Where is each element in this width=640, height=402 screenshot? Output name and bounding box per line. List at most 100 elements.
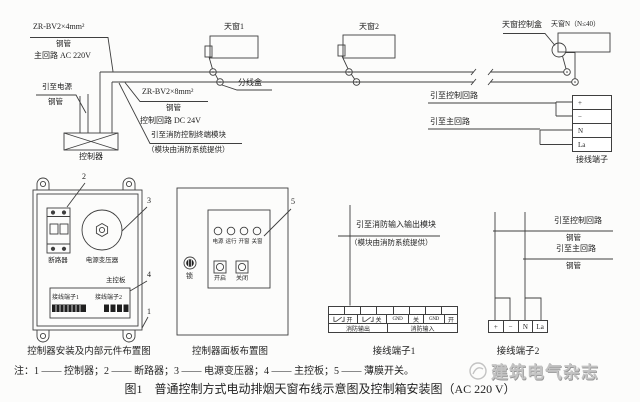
conduit-label: 钢管: [48, 97, 63, 106]
to-power-label: 引至电源: [42, 82, 72, 91]
controller-enclosure: [32, 177, 143, 343]
terminal-cell-label: 开: [346, 317, 353, 324]
terminal-label-row: 开 关 GND 关 GND 开: [329, 315, 457, 324]
contact-switch-icon: [362, 316, 374, 322]
terminal2-fig-caption: 接线端子2: [496, 347, 540, 357]
main-circuit-label: 主回路 AC 220V: [34, 51, 91, 60]
fire-output-open-cell: 开: [329, 315, 358, 323]
indicator-label: 关窗: [251, 239, 263, 245]
terminal-row: N: [573, 124, 611, 138]
blank-terminal-cell: [329, 307, 346, 314]
terminal-row: + − N La: [489, 321, 547, 332]
callout-1: 1: [147, 307, 151, 316]
terminal-cell-label: −: [578, 112, 582, 121]
main-board-label: 主控板: [106, 277, 126, 284]
close-button-label: 关闭: [235, 276, 248, 282]
lock-icon: [183, 256, 197, 270]
main-board-symbol: [49, 287, 131, 319]
blank-terminal-cell: [377, 307, 394, 314]
indicator-light-icons: [213, 226, 262, 236]
callout-5: 5: [291, 197, 295, 206]
indicator-label: 电源: [212, 239, 224, 245]
blank-terminal-cell: [394, 307, 410, 314]
terminal1-fig-caption: 接线端子1: [372, 347, 416, 357]
terminal-cell-label: La: [578, 140, 586, 149]
to-main-circuit-label-2: 引至主回路: [556, 244, 596, 253]
transformer-label: 电源变压器: [85, 257, 119, 264]
terminal-cell-plus: +: [489, 321, 504, 332]
blank-terminal-cell: [345, 307, 362, 314]
conduit-label: 钢管: [566, 233, 581, 242]
terminal-block: + − N La: [572, 95, 612, 152]
magazine-logo-icon: [469, 361, 487, 380]
terminal-row: −: [573, 110, 611, 124]
junction-box-icon: [563, 68, 571, 76]
junction-box-icon: [209, 68, 217, 76]
blank-terminal-cell: [361, 307, 378, 314]
control-circuit-label: 控制回路 DC 24V: [140, 116, 201, 125]
blank-terminal-row: [329, 307, 457, 315]
terminal-cell-n: N: [519, 321, 534, 332]
skylight-1-symbol: [204, 35, 259, 86]
fire-output-close-cell: 关: [358, 315, 387, 323]
junction-box-icon: [571, 78, 579, 86]
bus-lines: [79, 68, 572, 133]
controller-symbol: [63, 132, 119, 151]
skylight-n-label: 天窗N（N≤40）: [551, 20, 600, 28]
skylight-1-label: 天窗1: [224, 22, 244, 31]
lock-label: 锁: [186, 272, 193, 280]
to-control-circuit-label-2: 引至控制回路: [554, 216, 602, 225]
terminal-row: La: [573, 138, 611, 151]
open-button-label: 开启: [213, 276, 226, 282]
breaker-icon: [46, 207, 71, 254]
panel-button-icons: [213, 260, 249, 274]
control-cable-spec-label: ZR-BV2×8mm²: [142, 87, 194, 96]
leader-lines: [30, 33, 556, 144]
skylight-control-box-icon: [551, 42, 567, 58]
panel-fig-caption: 控制器面板布置图: [191, 347, 268, 357]
contact-switch-icon: [333, 316, 345, 322]
junction-box-icon: [216, 78, 224, 86]
terminal-cell-label: 关: [375, 317, 382, 324]
fire-output-span: 消防输出: [329, 324, 388, 332]
terminal-cell-label: N: [578, 126, 584, 135]
fire-input-close-cell: 关: [409, 315, 424, 323]
junction-box-icon: [352, 78, 361, 86]
transformer-icon: [81, 209, 123, 251]
panel-enclosure: [176, 187, 289, 336]
terminal-strip-2: + − N La: [488, 320, 548, 333]
terminal-cell-la: La: [536, 322, 544, 331]
magazine-watermark-text: 建筑电气杂志: [491, 363, 599, 382]
callout-4: 4: [147, 270, 151, 279]
indicator-label: 开窗: [238, 239, 250, 245]
callout-leader-lines: [66, 182, 292, 329]
conduit-label: 钢管: [56, 39, 71, 48]
skylight-n-symbol: [551, 32, 611, 86]
callout-3: 3: [147, 196, 151, 205]
to-control-circuit-label: 引至控制回路: [430, 91, 478, 100]
to-main-circuit-label: 引至主回路: [430, 117, 470, 126]
fire-input-span: 消防输入: [410, 326, 435, 333]
skylight-2-label: 天窗2: [359, 22, 379, 31]
conduit-label: 钢管: [166, 103, 181, 112]
conduit-label: 钢管: [566, 261, 581, 270]
to-fire-terminal-label-2: （模块由消防系统提供）: [147, 145, 230, 154]
to-fire-module-label-2: （模块由消防系统提供）: [350, 238, 433, 247]
mounting-ear-icon: [36, 177, 136, 343]
skylight-2-symbol: [337, 34, 396, 86]
to-fire-terminal-label-1: 引至消防控制终端模块: [151, 130, 226, 139]
breaker-label: 断路器: [48, 257, 68, 264]
magazine-watermark: 建筑电气杂志: [468, 358, 599, 383]
terminal-block-label: 接线端子: [576, 155, 608, 164]
blank-terminal-cell: [442, 307, 457, 314]
blank-terminal-cell: [426, 307, 442, 314]
figure-caption: 图1 普通控制方式电动排烟天窗布线示意图及控制箱安装图（AC 220 V）: [124, 382, 516, 396]
terminal-fig-wires: [338, 205, 613, 320]
indicator-label: 运行: [225, 239, 237, 245]
terminal-span-row: 消防输出 消防输入: [329, 324, 457, 332]
terminal-cell-minus: −: [504, 321, 519, 332]
callout-2: 2: [82, 172, 86, 181]
terminal2-inner-label: 接线端子2: [95, 295, 123, 301]
